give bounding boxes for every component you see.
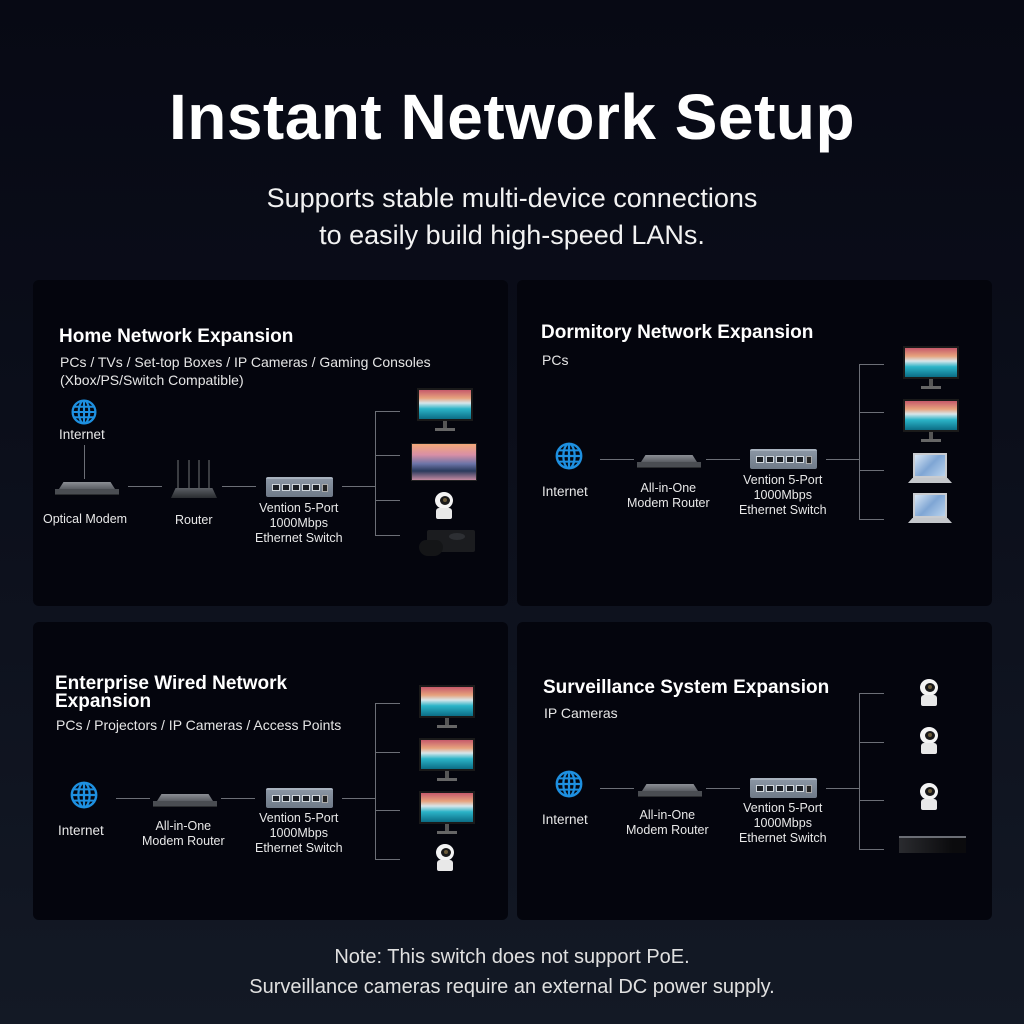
branch-line bbox=[859, 470, 884, 471]
card-subtitle-line-1: PCs bbox=[542, 352, 569, 368]
monitor-icon bbox=[417, 388, 473, 432]
optical-modem-icon bbox=[55, 482, 119, 496]
branch-line bbox=[859, 412, 884, 413]
card-subtitle-line-1: IP Cameras bbox=[544, 705, 618, 721]
modem-router-label: All-in-One Modem Router bbox=[142, 819, 225, 848]
router-icon bbox=[171, 460, 217, 498]
branch-line bbox=[859, 693, 884, 694]
subtitle-line-1: Supports stable multi-device connections bbox=[266, 183, 758, 213]
tv-icon bbox=[411, 443, 477, 485]
connector-line bbox=[342, 798, 375, 799]
connector-line bbox=[221, 798, 255, 799]
optical-modem-label: Optical Modem bbox=[43, 512, 128, 526]
modem-router-icon bbox=[637, 455, 701, 469]
card-dormitory-network: Dormitory Network Expansion PCs Internet… bbox=[517, 280, 992, 606]
switch-label: Vention 5-Port 1000Mbps Ethernet Switch bbox=[255, 811, 343, 855]
branch-trunk bbox=[375, 703, 376, 860]
card-subtitle-line-2: (Xbox/PS/Switch Compatible) bbox=[60, 372, 244, 388]
nvr-icon bbox=[899, 836, 966, 853]
connector-line bbox=[342, 486, 375, 487]
card-surveillance-system: Surveillance System Expansion IP Cameras… bbox=[517, 622, 992, 920]
router-label: Router bbox=[175, 513, 213, 527]
card-title: Home Network Expansion bbox=[59, 326, 294, 347]
connector-line bbox=[826, 788, 859, 789]
ethernet-switch-icon bbox=[266, 788, 333, 808]
modem-router-icon bbox=[153, 794, 217, 808]
laptop-icon bbox=[908, 453, 952, 485]
note-line-1: Note: This switch does not support PoE. bbox=[334, 946, 690, 968]
monitor-icon bbox=[903, 399, 959, 443]
ip-camera-icon bbox=[919, 783, 939, 810]
internet-label: Internet bbox=[542, 484, 588, 499]
card-title: Dormitory Network Expansion bbox=[541, 322, 814, 343]
monitor-icon bbox=[419, 791, 475, 835]
card-enterprise-network: Enterprise Wired Network Expansion PCs /… bbox=[33, 622, 508, 920]
switch-label: Vention 5-Port 1000Mbps Ethernet Switch bbox=[739, 801, 827, 845]
branch-line bbox=[859, 849, 884, 850]
card-title: Surveillance System Expansion bbox=[543, 677, 830, 698]
card-title: Enterprise Wired Network Expansion bbox=[55, 673, 288, 712]
game-console-icon bbox=[419, 530, 475, 556]
modem-router-icon bbox=[638, 784, 702, 798]
internet-label: Internet bbox=[59, 427, 105, 442]
branch-line bbox=[375, 752, 400, 753]
monitor-icon bbox=[419, 685, 475, 729]
branch-trunk bbox=[859, 364, 860, 520]
monitor-icon bbox=[419, 738, 475, 782]
branch-line bbox=[859, 742, 884, 743]
branch-line bbox=[375, 455, 400, 456]
ip-camera-icon bbox=[919, 727, 939, 754]
ip-camera-icon bbox=[434, 492, 454, 519]
connector-line bbox=[826, 459, 859, 460]
connector-line bbox=[116, 798, 150, 799]
branch-line bbox=[375, 703, 400, 704]
ethernet-switch-icon bbox=[750, 778, 817, 798]
branch-line bbox=[375, 500, 400, 501]
connector-line bbox=[706, 459, 740, 460]
connector-line bbox=[222, 486, 256, 487]
connector-line bbox=[600, 788, 634, 789]
branch-line bbox=[859, 364, 884, 365]
switch-label: Vention 5-Port 1000Mbps Ethernet Switch bbox=[739, 473, 827, 517]
card-subtitle-line-1: PCs / Projectors / IP Cameras / Access P… bbox=[56, 717, 342, 733]
internet-label: Internet bbox=[542, 812, 588, 827]
branch-line bbox=[859, 519, 884, 520]
branch-trunk bbox=[375, 411, 376, 536]
globe-icon bbox=[69, 780, 99, 810]
ethernet-switch-icon bbox=[266, 477, 333, 497]
ip-camera-icon bbox=[919, 679, 939, 706]
ethernet-switch-icon bbox=[750, 449, 817, 469]
modem-router-label: All-in-One Modem Router bbox=[627, 481, 710, 510]
globe-icon bbox=[554, 441, 584, 471]
subtitle-line-2: to easily build high-speed LANs. bbox=[319, 220, 705, 250]
laptop-icon bbox=[908, 493, 952, 525]
connector-line bbox=[128, 486, 162, 487]
branch-line bbox=[859, 800, 884, 801]
branch-line bbox=[375, 859, 400, 860]
ip-camera-icon bbox=[435, 844, 455, 871]
footer-note: Note: This switch does not support PoE. … bbox=[0, 942, 1024, 1002]
connector-line bbox=[706, 788, 740, 789]
branch-trunk bbox=[859, 693, 860, 850]
page-subtitle: Supports stable multi-device connections… bbox=[0, 180, 1024, 254]
note-line-2: Surveillance cameras require an external… bbox=[249, 976, 775, 998]
globe-icon bbox=[70, 398, 98, 426]
internet-label: Internet bbox=[58, 823, 104, 838]
monitor-icon bbox=[903, 346, 959, 390]
connector-line bbox=[84, 445, 85, 479]
globe-icon bbox=[554, 769, 584, 799]
branch-line bbox=[375, 535, 400, 536]
switch-label: Vention 5-Port 1000Mbps Ethernet Switch bbox=[255, 501, 343, 545]
branch-line bbox=[375, 810, 400, 811]
modem-router-label: All-in-One Modem Router bbox=[626, 808, 709, 837]
page-title: Instant Network Setup bbox=[168, 81, 856, 153]
card-home-network: Home Network Expansion PCs / TVs / Set-t… bbox=[33, 280, 508, 606]
connector-line bbox=[600, 459, 634, 460]
branch-line bbox=[375, 411, 400, 412]
card-subtitle-line-1: PCs / TVs / Set-top Boxes / IP Cameras /… bbox=[60, 354, 431, 370]
